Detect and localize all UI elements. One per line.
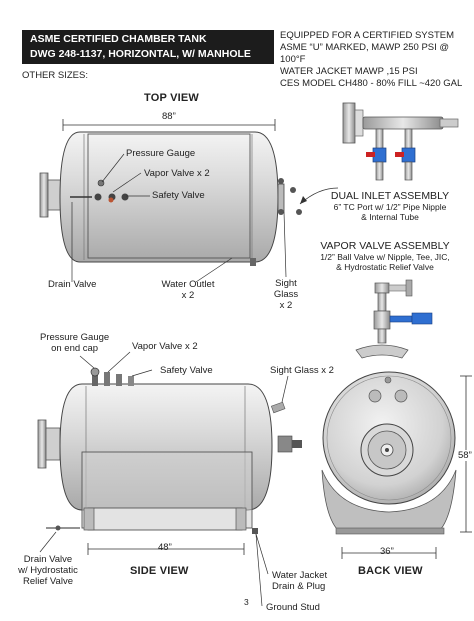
sight-glass-line-1: Sight <box>275 278 297 289</box>
spec-line-4: CES MODEL CH480 - 80% FILL ~420 GAL <box>280 78 463 89</box>
top-drain-valve-label: Drain Valve <box>48 279 97 290</box>
vapor-assembly-line-1: 1/2” Ball Valve w/ Nipple, Tee, JIC, <box>320 252 450 262</box>
top-water-outlet-label: Water Outlet x 2 <box>148 279 228 301</box>
side-dim-length: 48” <box>158 542 172 553</box>
spec-line-2: ASME “U” MARKED, MAWP 250 PSI @ 100°F <box>280 42 450 65</box>
side-view-tank <box>37 351 302 607</box>
back-dim-width: 36” <box>380 546 394 557</box>
side-pressure-gauge-line-2: on end cap <box>51 343 99 354</box>
top-pressure-gauge-label: Pressure Gauge <box>126 148 196 159</box>
back-view-title: BACK VIEW <box>358 565 423 577</box>
back-view-tank <box>321 371 472 559</box>
top-safety-valve-label: Safety Valve <box>152 190 205 201</box>
side-drain-line-1: Drain Valve <box>23 554 73 565</box>
top-vapor-valve-label: Vapor Valve x 2 <box>144 168 210 179</box>
vapor-valve-assembly-picture <box>355 279 433 359</box>
dual-inlet-line-1: 6” TC Port w/ 1/2” Pipe Nipple <box>333 202 447 212</box>
side-view-title: SIDE VIEW <box>130 565 189 577</box>
side-sight-glass-label: Sight Glass x 2 <box>270 365 334 376</box>
water-jacket-line-1: Water Jacket <box>272 570 328 581</box>
side-vapor-valve-label: Vapor Valve x 2 <box>132 341 198 352</box>
water-outlet-line-2: x 2 <box>181 290 195 301</box>
spec-line-1: EQUIPPED FOR A CERTIFIED SYSTEM <box>280 30 455 41</box>
water-outlet-line-1: Water Outlet <box>161 279 215 290</box>
side-pressure-gauge-label: Pressure Gauge on end cap <box>40 332 109 354</box>
dual-inlet-label: DUAL INLET ASSEMBLY 6” TC Port w/ 1/2” P… <box>300 190 474 222</box>
side-drain-line-3: Relief Valve <box>23 576 73 587</box>
title-line-1: ASME CERTIFIED CHAMBER TANK <box>30 33 207 45</box>
top-view-title: TOP VIEW <box>144 92 199 104</box>
spec-line-3: WATER JACKET MAWP ,15 PSI <box>280 66 418 77</box>
ground-stud-label: Ground Stud <box>266 602 320 613</box>
vapor-assembly-title: VAPOR VALVE ASSEMBLY <box>320 240 450 252</box>
title-line-2: DWG 248-1137, HORIZONTAL, W/ MANHOLE <box>30 48 251 60</box>
back-dim-height: 58” <box>458 450 472 461</box>
top-view-tank <box>39 119 339 283</box>
top-dim-length: 88” <box>162 111 176 122</box>
water-jacket-label: Water Jacket Drain & Plug <box>272 570 327 592</box>
dual-inlet-assembly-picture <box>342 102 459 181</box>
top-sight-glass-label: Sight Glass x 2 <box>268 278 304 311</box>
sight-glass-line-2: Glass <box>273 289 299 300</box>
vapor-assembly-label: VAPOR VALVE ASSEMBLY 1/2” Ball Valve w/ … <box>296 240 474 272</box>
dual-inlet-line-2: & Internal Tube <box>361 212 419 222</box>
vapor-assembly-line-2: & Hydrostatic Relief Valve <box>336 262 434 272</box>
page-number: 3 <box>244 597 249 607</box>
spec-list: EQUIPPED FOR A CERTIFIED SYSTEM ASME “U”… <box>280 30 474 90</box>
side-drain-line-2: w/ Hydrostatic <box>18 565 78 576</box>
side-pressure-gauge-line-1: Pressure Gauge <box>40 332 110 343</box>
side-drain-valve-label: Drain Valve w/ Hydrostatic Relief Valve <box>2 554 94 587</box>
sight-glass-line-3: x 2 <box>279 300 293 311</box>
other-sizes-label: OTHER SIZES: <box>22 70 88 81</box>
dual-inlet-title: DUAL INLET ASSEMBLY <box>330 190 450 202</box>
side-safety-valve-label: Safety Valve <box>160 365 213 376</box>
title-box: ASME CERTIFIED CHAMBER TANK DWG 248-1137… <box>22 30 274 64</box>
water-jacket-line-2: Drain & Plug <box>272 581 326 592</box>
